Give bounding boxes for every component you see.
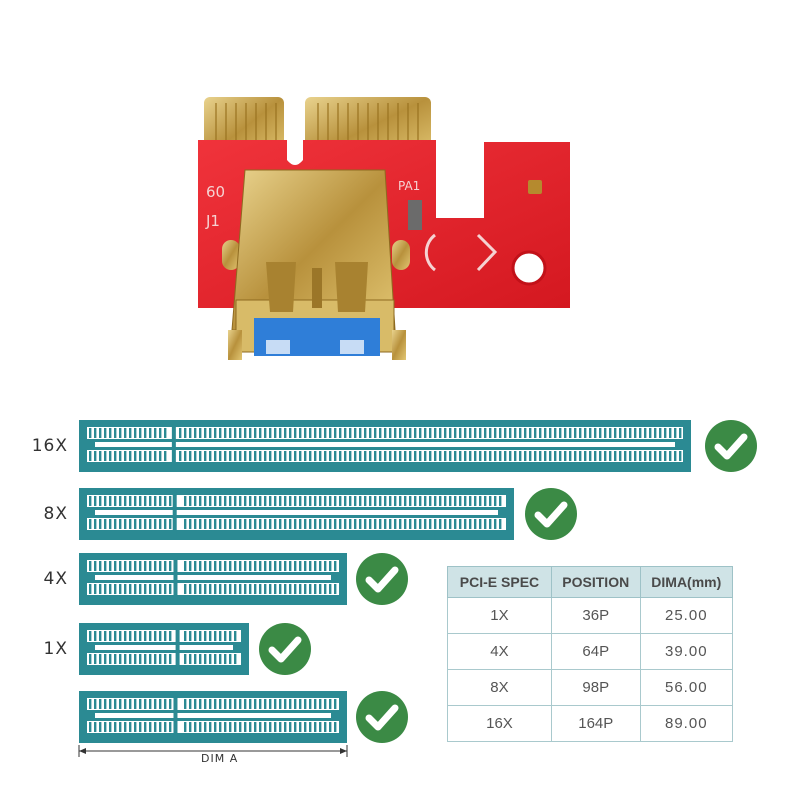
- silkscreen-60: 60: [206, 183, 225, 201]
- silkscreen-pa1: PA1: [398, 179, 420, 193]
- silkscreen-j1: J1: [205, 212, 220, 230]
- cell-dima: 39.00: [639, 633, 734, 670]
- slot-label: 1X: [43, 639, 68, 659]
- cell-dima: 56.00: [639, 669, 734, 706]
- cell-position: 64P: [550, 633, 641, 670]
- check-icon: [525, 488, 577, 540]
- slot-label: 8X: [43, 504, 68, 524]
- cell-spec: 16X: [447, 705, 552, 742]
- slot-4x: [79, 553, 347, 605]
- cell-position: 36P: [550, 597, 641, 634]
- table-row: 1X 36P 25.00: [447, 597, 734, 634]
- dim-a-label: DIM A: [201, 752, 238, 765]
- check-icon: [259, 623, 311, 675]
- slot-16x: [79, 420, 691, 472]
- header-pcie-spec: PCI-E SPEC: [447, 566, 552, 598]
- pcie-slot-diagram: DIM A: [78, 420, 757, 765]
- slot-dim-a: [79, 691, 347, 743]
- cell-spec: 8X: [447, 669, 552, 706]
- slot-8x: [79, 488, 514, 540]
- check-icon: [356, 553, 408, 605]
- header-position: POSITION: [550, 566, 641, 598]
- cell-position: 98P: [550, 669, 641, 706]
- header-dima: DIMA(mm): [639, 566, 734, 598]
- pcie-riser-board-photo: 60 J1 PA1: [198, 97, 570, 360]
- table-row: 8X 98P 56.00: [447, 669, 734, 706]
- slot-label: 16X: [31, 436, 68, 456]
- cell-position: 164P: [550, 705, 641, 742]
- table-row: 4X 64P 39.00: [447, 633, 734, 670]
- cell-spec: 4X: [447, 633, 552, 670]
- cell-dima: 89.00: [639, 705, 734, 742]
- cell-spec: 1X: [447, 597, 552, 634]
- table-row: 16X 164P 89.00: [447, 705, 734, 742]
- spec-table: PCI-E SPEC POSITION DIMA(mm) 1X 36P 25.0…: [447, 566, 734, 742]
- usb3-port: [222, 169, 410, 360]
- cell-dima: 25.00: [639, 597, 734, 634]
- slot-label: 4X: [43, 569, 68, 589]
- slot-1x: [79, 623, 249, 675]
- dim-a-arrow: DIM A: [78, 745, 348, 765]
- check-icon: [356, 691, 408, 743]
- spec-table-header: PCI-E SPEC POSITION DIMA(mm): [447, 566, 734, 598]
- check-icon: [705, 420, 757, 472]
